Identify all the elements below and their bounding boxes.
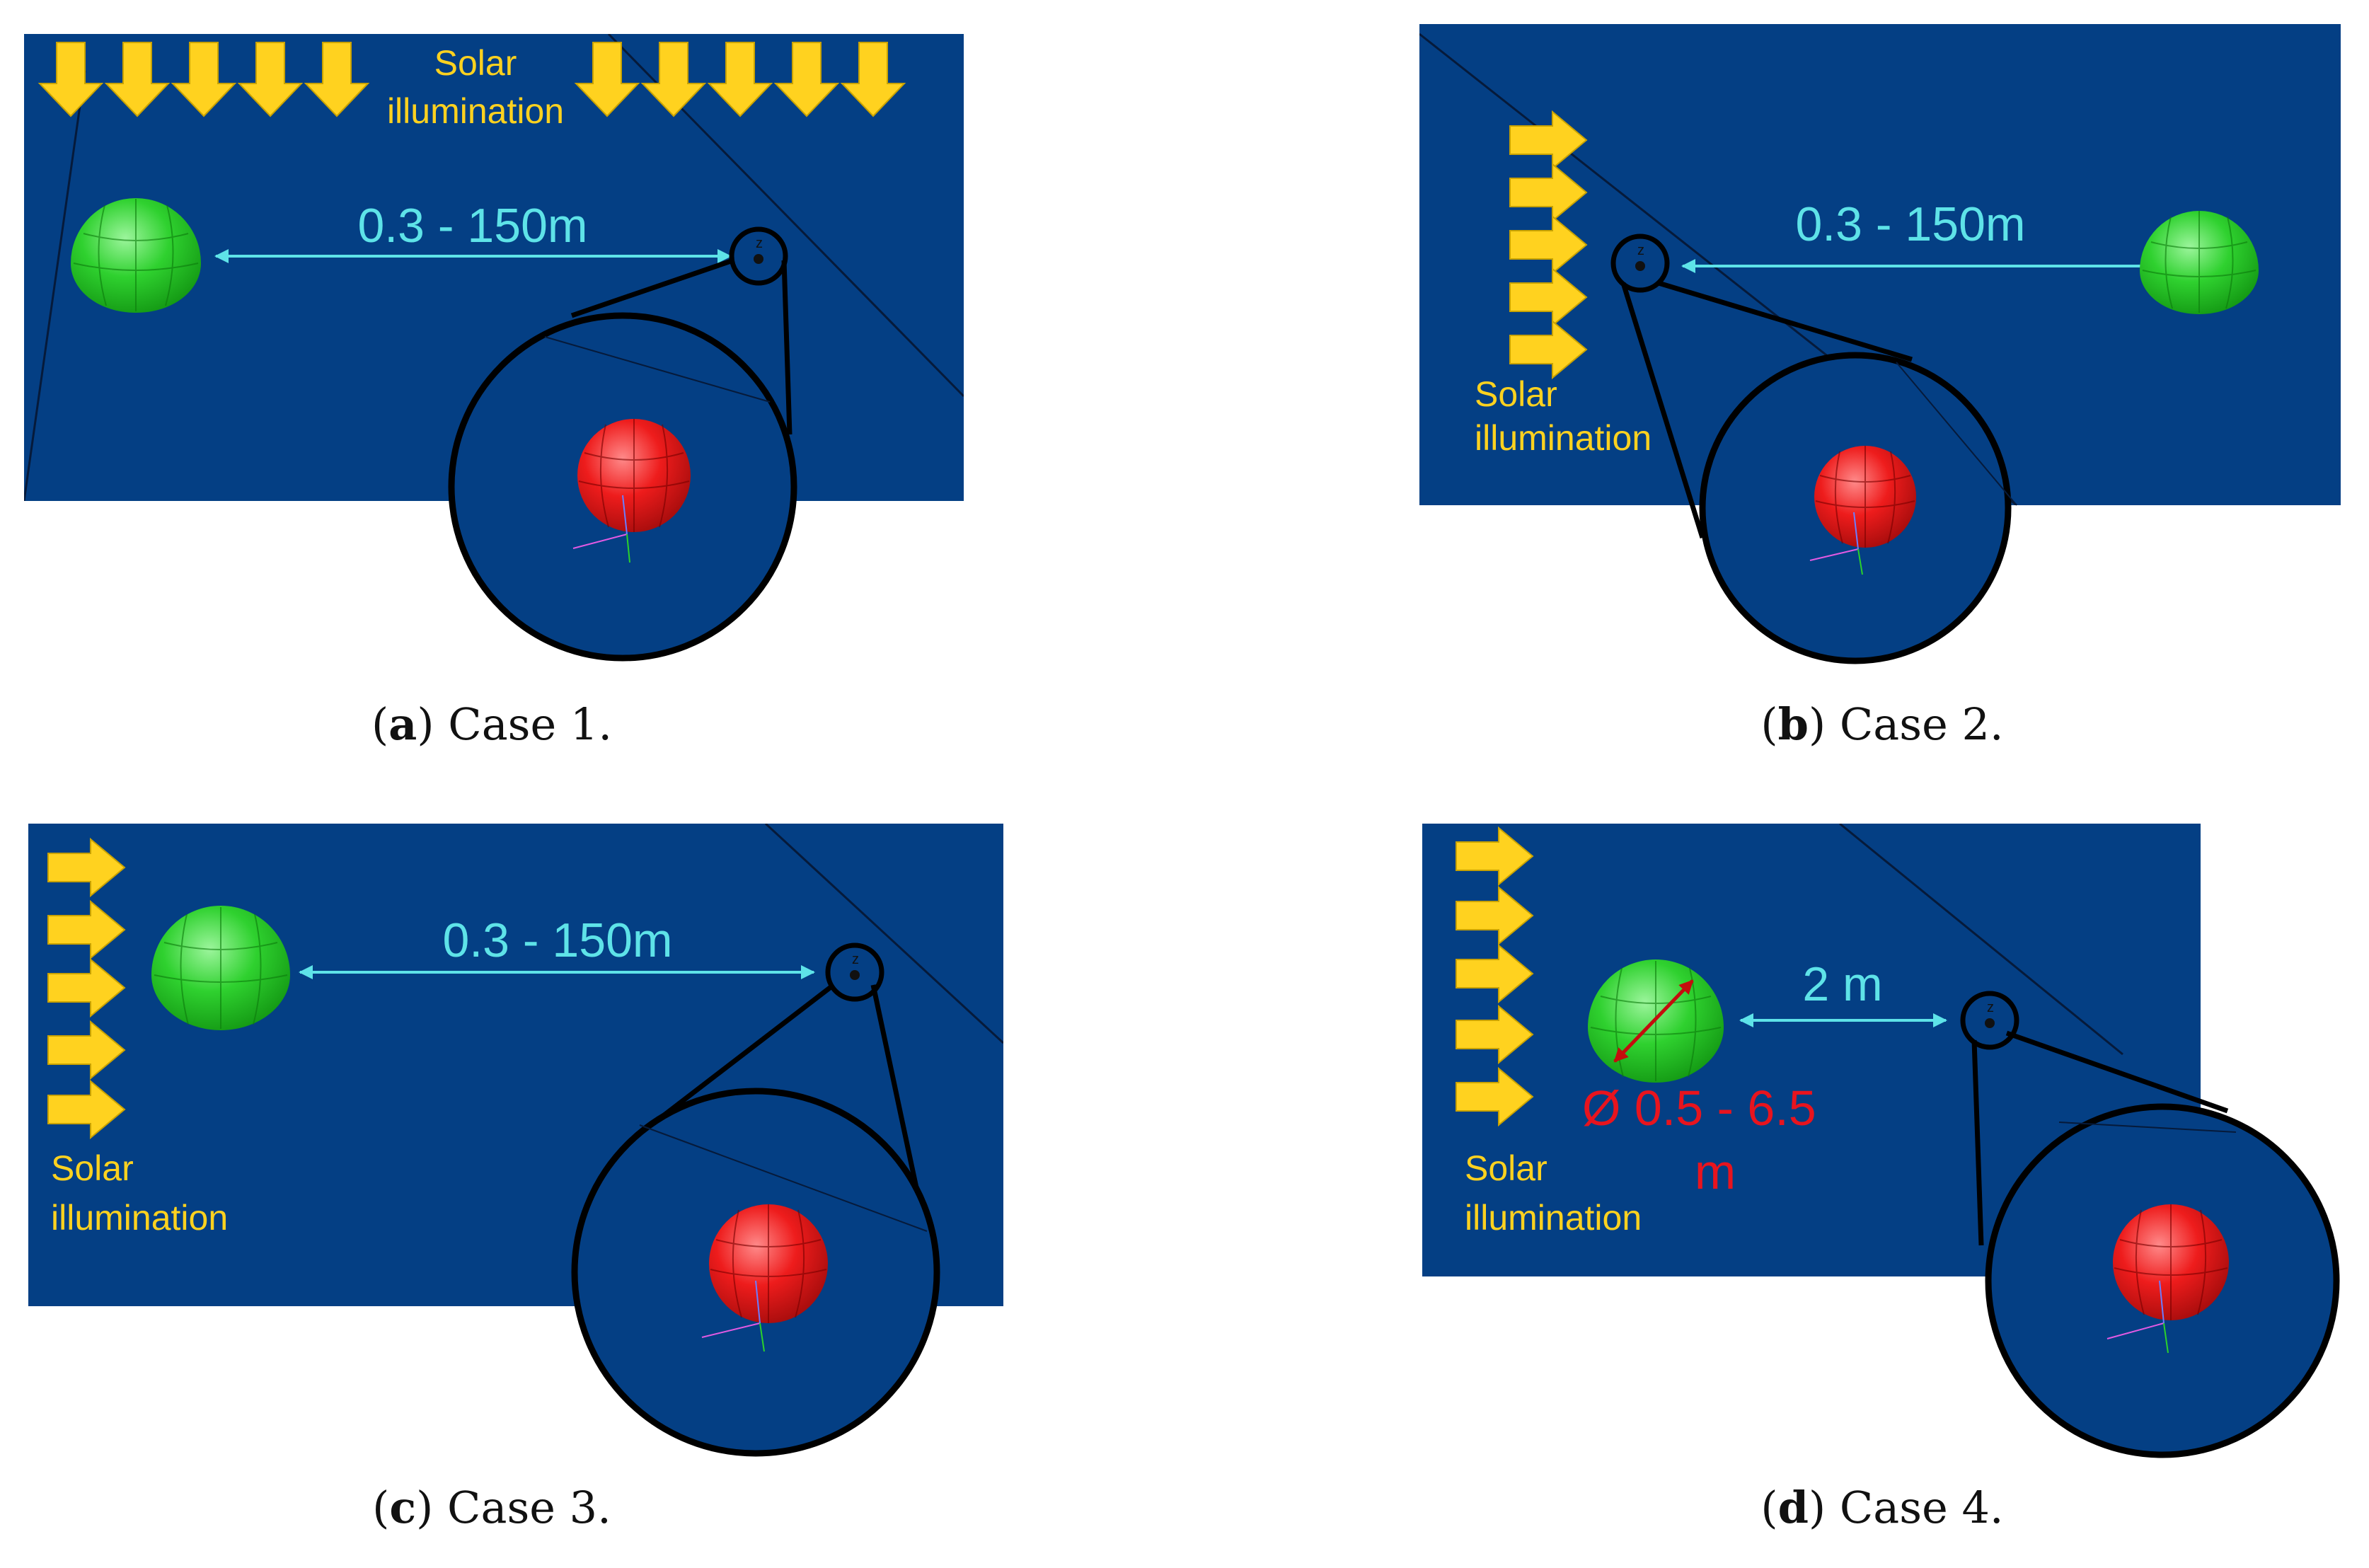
panel-c-axes-triad-icon [701,1280,765,1352]
arrow-icon [47,899,126,960]
panel-d-diameter-label-line2: m [1695,1144,1736,1199]
panel-c-caption: (c) Case 3. [372,1482,611,1533]
arrow-icon [707,42,773,117]
panel-a-solar-label-line2: illumination [387,91,564,131]
arrow-icon [1456,826,1534,887]
arrow-icon [47,957,126,1018]
arrow-icon [1456,943,1534,1004]
panel-c-solar-label-line1: Solar [51,1148,134,1188]
arrow-icon [237,42,304,117]
arrow-icon [47,1020,126,1080]
arrow-icon [38,42,104,117]
panel-d: Solar illumination Ø 0.5 - 6.5 m 2 m z [1422,824,2340,1533]
panel-c-chaser-marker: z [825,942,884,1002]
panel-c: Solar illumination 0.3 - 150m z (c) Case [28,824,1003,1533]
panel-b-target-hemisphere [2140,211,2259,314]
panel-a-target-hemisphere [71,198,201,313]
panel-c-solar-label-line2: illumination [51,1198,228,1238]
panel-a-zoom-line-left [570,258,734,318]
panel-a-solar-label-line1: Solar [434,43,517,83]
arrow-icon [1509,319,1588,380]
arrow-icon [574,42,640,117]
panel-d-solar-label-line1: Solar [1465,1148,1547,1188]
arrow-icon [171,42,237,117]
panel-a: Solar illumination 0.3 - 150m z [24,34,964,750]
panel-d-zoom-line-right [2005,1030,2229,1114]
panel-b: Solar illumination z 0.3 - 150m (b) Case [1419,24,2341,750]
arrow-icon [1509,110,1588,171]
panel-d-zoom-inset [1985,1103,2340,1458]
panel-c-zoom-line-left [655,983,836,1123]
svg-text:z: z [852,952,859,967]
panel-d-diameter-label-line1: Ø 0.5 - 6.5 [1582,1080,1816,1136]
arrow-icon [640,42,707,117]
panel-d-chaser-marker: z [1960,991,2019,1050]
arrow-icon [47,837,126,898]
panel-b-solar-label-line2: illumination [1475,418,1652,458]
arrow-icon [1456,885,1534,946]
panel-b-zoom-line-right [1657,280,1913,362]
arrow-icon [1509,162,1588,223]
arrow-icon [1456,1004,1534,1065]
arrow-icon [304,42,370,117]
panel-b-caption: (b) Case 2. [1760,698,2003,750]
panel-a-zoom-inset [448,312,797,662]
arrow-icon [773,42,840,117]
panel-b-distance-label: 0.3 - 150m [1795,197,2025,251]
panel-a-chaser-marker: z [729,226,788,286]
panel-a-caption: (a) Case 1. [371,698,612,750]
panel-b-solar-label-line1: Solar [1475,374,1557,414]
panel-d-diameter-arrow [1613,979,1694,1063]
panel-d-geometry-lines [1839,824,2123,1056]
panel-c-target-hemisphere [151,906,290,1030]
panel-b-axes-triad-icon [1809,512,1863,575]
panel-c-zoom-inset [571,1088,940,1457]
panel-b-zoom-line-left [1620,282,1705,539]
panel-d-solar-label-line2: illumination [1465,1198,1642,1238]
arrow-icon [840,42,906,117]
arrow-icon [1509,214,1588,275]
panel-c-geometry-lines [764,824,1003,1044]
svg-text:z: z [1987,1000,1994,1015]
panel-c-solar-arrows [47,837,126,1140]
panel-a-solar-arrows [38,42,906,117]
arrow-icon [47,1079,126,1140]
panel-c-distance-label: 0.3 - 150m [442,913,672,967]
panel-d-axes-triad-icon [2106,1280,2169,1354]
arrow-icon [1509,267,1588,328]
panel-d-zoom-line-left [1971,1039,1984,1246]
svg-text:z: z [1637,243,1644,258]
svg-text:z: z [756,236,763,251]
panel-b-solar-arrows [1509,110,1588,380]
panel-a-distance-label: 0.3 - 150m [357,199,587,253]
panel-d-distance-label: 2 m [1802,957,1882,1011]
arrow-icon [104,42,171,117]
panel-b-chaser-marker: z [1610,234,1670,293]
panel-a-axes-triad-icon [572,495,630,563]
panel-d-solar-arrows [1456,826,1534,1127]
arrow-icon [1456,1066,1534,1127]
panel-d-caption: (d) Case 4. [1760,1482,2003,1533]
panel-b-zoom-inset [1699,352,2017,664]
panel-a-zoom-line-right [781,260,792,435]
